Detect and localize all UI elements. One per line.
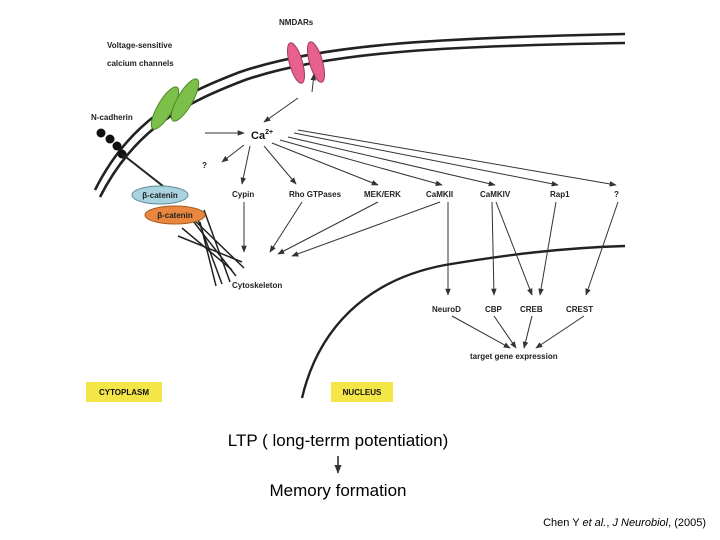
beta-catenin-label-1: β-catenin (142, 191, 178, 200)
arrows (205, 73, 619, 349)
calcium-label: Ca2+ (251, 129, 273, 142)
ltp-caption: LTP ( long-terrm potentiation) (227, 431, 449, 450)
camkii-label: CaMKII (426, 190, 453, 199)
crest-label: CREST (566, 305, 593, 314)
nuclear-membrane (300, 244, 626, 399)
vscc-label-line1: Voltage-sensitive (107, 41, 173, 50)
beta-catenin-orange (144, 205, 206, 225)
citation-separator: , (606, 517, 613, 529)
camkiv-label: CaMKIV (480, 190, 511, 199)
creb-label: CREB (520, 305, 543, 314)
neurod-label: NeuroD (432, 305, 461, 314)
cadherin-bead (112, 141, 122, 151)
citation: Chen Y et al., J Neurobiol, (2005) (543, 517, 706, 529)
ncadherin-label: N-cadherin (91, 113, 133, 122)
cell-membrane-inner (98, 41, 626, 198)
citation-year: , (2005) (668, 517, 706, 529)
mek-erk-label: MEK/ERK (364, 190, 401, 199)
memory-formation-caption: Memory formation (269, 481, 407, 500)
citation-et-al: et al. (582, 517, 607, 529)
citation-prefix: Chen Y (543, 517, 583, 529)
nmdar-channel (306, 41, 326, 83)
nmdar-channels (286, 41, 326, 84)
cadherin-bead (105, 134, 115, 144)
question-label-1: ? (202, 161, 207, 170)
nucleus-box (331, 382, 393, 402)
nmdar-channel (286, 42, 306, 84)
cell-membrane-outer (93, 32, 626, 191)
vscc-label-line2: calcium channels (107, 59, 174, 68)
target-gene-expression-label: target gene expression (470, 352, 558, 361)
citation-journal: J Neurobiol (612, 517, 669, 529)
cadherin-bead (96, 128, 106, 138)
question-label-2: ? (614, 190, 619, 199)
calcium-channels (150, 78, 200, 130)
cytoskeleton-label: Cytoskeleton (232, 281, 282, 290)
n-cadherin (96, 128, 169, 191)
cypin-label: Cypin (232, 190, 254, 199)
cadherin-stalk (121, 153, 169, 191)
rap1-label: Rap1 (550, 190, 570, 199)
cytoplasm-label: CYTOPLASM (99, 388, 149, 397)
nmdars-label: NMDARs (279, 18, 314, 27)
beta-catenin-blue (131, 185, 189, 205)
nucleus-label: NUCLEUS (343, 388, 382, 397)
calcium-channel (170, 78, 200, 122)
beta-catenin-label-2: β-catenin (157, 211, 193, 220)
cytoplasm-box (86, 382, 162, 402)
rho-gtpases-label: Rho GTPases (289, 190, 342, 199)
actin-filaments (177, 209, 245, 287)
cbp-label: CBP (485, 305, 503, 314)
